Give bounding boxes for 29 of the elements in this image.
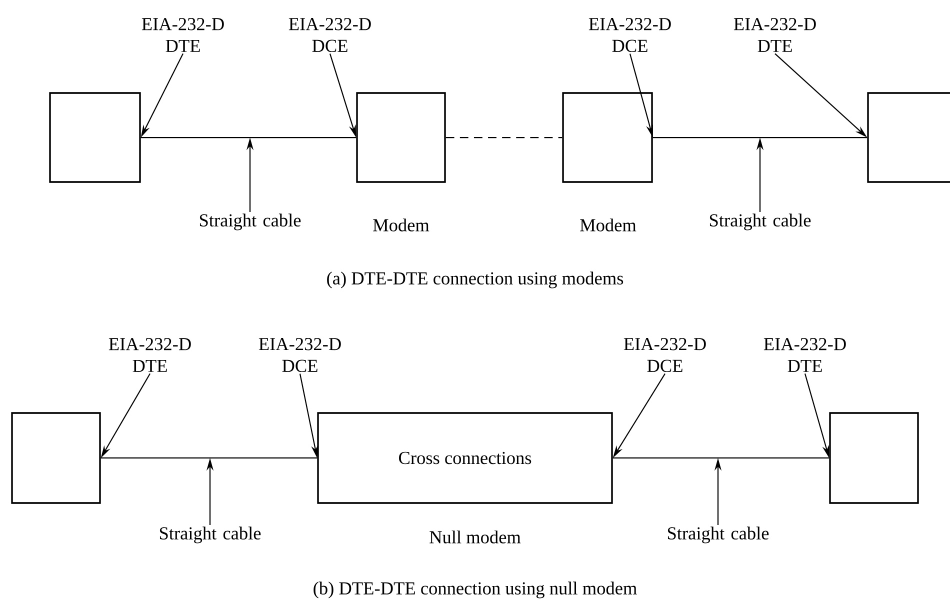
cable-label: Straight cable [710,214,811,230]
cable-line [100,457,318,459]
device-box [356,92,446,183]
device-caption: Modem [580,218,636,232]
connector-label: EIA-232-D DTE [108,338,191,372]
connector-label: EIA-232-D DCE [288,18,371,52]
device-box [562,92,653,183]
dashed-line [446,136,562,138]
device-box [11,412,101,504]
cable-label: Straight cable [200,214,301,230]
device-box [829,412,919,504]
connector-label: EIA-232-D DTE [734,18,816,52]
connector-label: EIA-232-D DCE [624,338,706,372]
cable-label: Straight cable [160,526,261,544]
cable-label: Straight cable [668,526,769,544]
connector-label: EIA-232-D DCE [588,18,671,52]
device-caption: Modem [373,218,430,232]
cable-line [612,457,830,459]
cable-line [652,136,868,138]
device-box [49,92,141,183]
connector-label: EIA-232-D DTE [764,338,846,372]
figure-caption: (b) DTE-DTE connection using null modem [314,582,637,598]
connector-label: EIA-232-D DCE [258,338,341,372]
null-modem-box: Cross connections [317,412,613,504]
device-box [867,92,950,183]
connector-label: EIA-232-D DTE [142,18,224,52]
figure-caption: (a) DTE-DTE connection using modems [327,272,624,288]
cable-line [140,136,356,138]
device-caption: Null modem [430,530,521,544]
